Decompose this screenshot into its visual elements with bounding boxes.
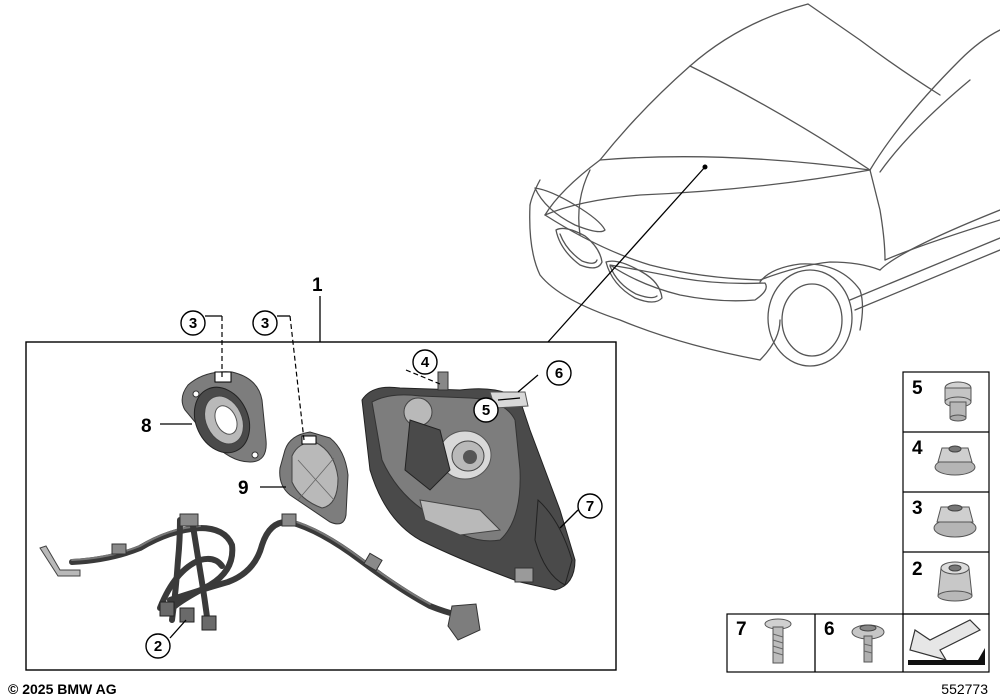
callout-5: 5 bbox=[482, 402, 490, 419]
leader-6 bbox=[517, 374, 539, 393]
part-7-pump-unit bbox=[361, 371, 576, 591]
legend-label-6: 6 bbox=[824, 619, 835, 640]
legend-label-4: 4 bbox=[912, 438, 923, 459]
legend-label-7: 7 bbox=[736, 619, 747, 640]
leader-3b bbox=[289, 315, 305, 441]
car-outline bbox=[529, 3, 1000, 367]
callout-3a: 3 bbox=[189, 315, 197, 332]
callout-circle-5 bbox=[473, 397, 499, 423]
nut-3-icon bbox=[933, 504, 977, 538]
assembly-frame bbox=[25, 341, 617, 671]
nut-4-icon bbox=[934, 445, 976, 476]
assembly-label: 1 bbox=[312, 275, 323, 296]
legend-label-2: 2 bbox=[912, 559, 923, 580]
callout-circle-3b bbox=[252, 310, 278, 336]
legend-label-5: 5 bbox=[912, 378, 923, 399]
part-9-cover bbox=[279, 431, 349, 525]
callout-circle-2 bbox=[145, 633, 171, 659]
callout-8: 8 bbox=[141, 416, 152, 437]
leader-4 bbox=[405, 369, 441, 385]
part-2-harness bbox=[39, 513, 481, 641]
callout-4: 4 bbox=[421, 354, 430, 371]
callout-9: 9 bbox=[238, 478, 249, 499]
screw-6-icon bbox=[851, 624, 885, 663]
nut-2-icon bbox=[937, 561, 973, 602]
leader-5 bbox=[497, 397, 521, 401]
leader-7 bbox=[559, 509, 579, 529]
part-8-seal bbox=[181, 371, 267, 463]
copyright-text: © 2025 BMW AG bbox=[8, 681, 117, 697]
legend-label-3: 3 bbox=[912, 498, 923, 519]
bolt-5-icon bbox=[944, 381, 972, 422]
callout-circle-7 bbox=[577, 493, 603, 519]
pointer-line bbox=[547, 166, 706, 343]
callout-2: 2 bbox=[154, 638, 162, 655]
direction-arrow-icon bbox=[908, 619, 985, 665]
callout-7: 7 bbox=[586, 498, 594, 515]
callout-circle-3a bbox=[180, 310, 206, 336]
leader-2 bbox=[169, 619, 187, 639]
diagram-number: 552773 bbox=[941, 681, 988, 697]
fastener-legend: 5 4 3 2 7 bbox=[726, 371, 990, 673]
callout-circle-4 bbox=[412, 349, 438, 375]
callout-6: 6 bbox=[555, 365, 563, 382]
callout-3b: 3 bbox=[261, 315, 269, 332]
screw-7-icon bbox=[764, 618, 792, 664]
callout-circle-6 bbox=[546, 360, 572, 386]
